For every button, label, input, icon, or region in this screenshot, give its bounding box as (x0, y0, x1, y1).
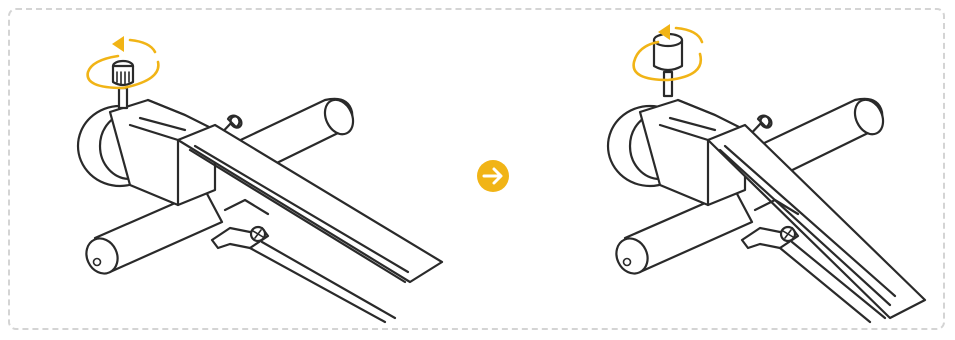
arrow-right-circle-icon (477, 160, 509, 192)
panel-after (608, 24, 925, 322)
rod-lower (611, 190, 752, 279)
top-knob (654, 34, 682, 96)
rod-lower (81, 190, 222, 279)
main-beam (178, 125, 442, 282)
panel-before (78, 36, 442, 322)
top-screw (113, 61, 133, 108)
